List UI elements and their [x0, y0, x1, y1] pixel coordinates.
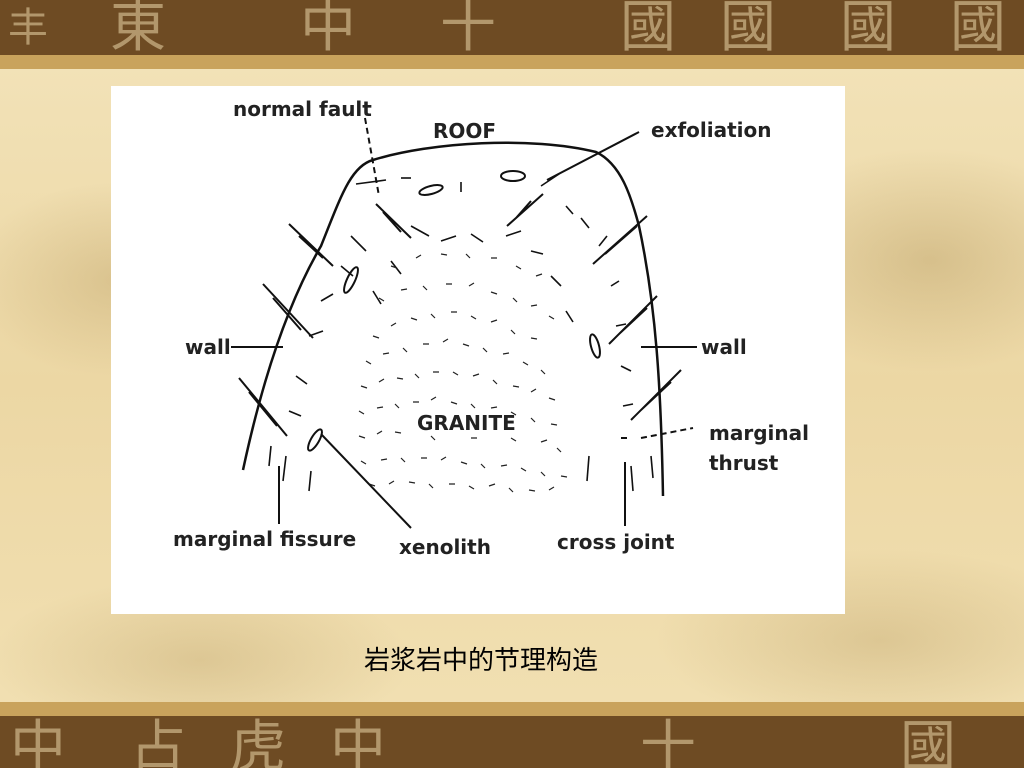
band-glyph: 中: [10, 716, 66, 768]
pluton-boundary: [241, 141, 665, 497]
bottom-band-edge: [0, 702, 1024, 716]
label-marginal-thrust-line2: thrust: [709, 451, 779, 475]
xenolith-shape: [500, 170, 526, 182]
band-glyph: 中: [300, 0, 356, 55]
label-marginal-fissure: marginal fissure: [173, 527, 356, 551]
label-normal-fault: normal fault: [233, 97, 372, 121]
fault-arrow: [592, 215, 648, 265]
band-glyph: 中: [330, 716, 386, 768]
fault-arrow: [288, 223, 334, 267]
label-xenolith: xenolith: [399, 535, 491, 559]
xenoliths: [307, 170, 601, 452]
fault-arrow: [238, 377, 288, 437]
xenolith-shape: [307, 428, 323, 452]
marginal-thrust-leader: [621, 427, 694, 439]
fault-arrow: [630, 369, 682, 421]
band-glyph: 丰: [8, 5, 48, 51]
granite-joint-diagram: normal fault ROOF exfoliation wall wall …: [173, 97, 809, 559]
fault-arrow: [608, 295, 658, 345]
band-glyph: 占: [130, 716, 186, 768]
inner-zone-lines: [268, 173, 654, 492]
band-glyph: 虎: [230, 716, 286, 768]
exfoliation-leader: [546, 131, 640, 181]
xenolith-shape: [418, 184, 444, 196]
label-exfoliation: exfoliation: [651, 118, 772, 142]
fault-offset-arrows: [238, 193, 682, 437]
normal-fault-leader: [364, 117, 380, 197]
fault-arrow: [262, 283, 314, 339]
pluton-outline: [241, 141, 665, 497]
top-decorative-band: 丰 東 中 十 國 國 國 國: [0, 0, 1024, 55]
band-glyph: 國: [720, 0, 776, 55]
xenolith-shape: [589, 333, 601, 359]
xenolith-shape: [343, 266, 359, 294]
diagram-panel: normal fault ROOF exfoliation wall wall …: [111, 86, 845, 614]
band-glyph: 國: [840, 0, 896, 55]
band-glyph: 東: [110, 0, 166, 55]
label-marginal-thrust-line1: marginal: [709, 421, 809, 445]
band-glyph: 國: [950, 0, 1006, 55]
label-wall-left: wall: [185, 335, 231, 359]
label-cross-joint: cross joint: [557, 530, 675, 554]
xenolith-leader: [320, 433, 412, 529]
fault-arrow: [506, 193, 544, 227]
label-wall-right: wall: [701, 335, 747, 359]
band-glyph: 國: [900, 716, 956, 768]
bottom-decorative-band: 中 占 虎 中 十 國: [0, 716, 1024, 768]
band-glyph: 十: [640, 716, 696, 768]
leader-lines: [231, 117, 697, 529]
band-glyph: 十: [440, 0, 496, 55]
fault-arrow: [375, 203, 412, 239]
band-glyph: 國: [620, 0, 676, 55]
label-granite: GRANITE: [417, 411, 516, 435]
label-roof: ROOF: [433, 119, 496, 143]
top-band-edge: [0, 55, 1024, 69]
slide-caption: 岩浆岩中的节理构造: [363, 646, 598, 676]
granite-texture: [358, 253, 568, 493]
